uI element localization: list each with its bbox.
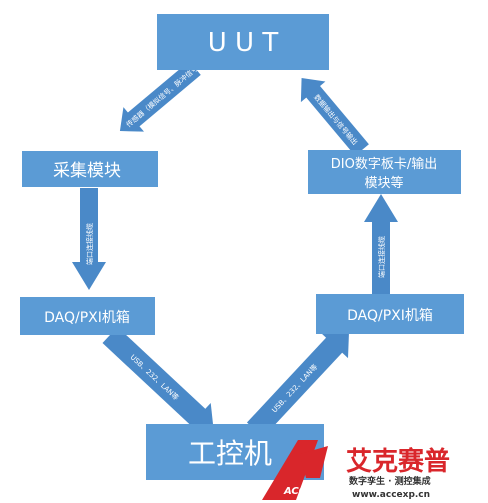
node-acquisition-module: 采集模块: [22, 151, 158, 187]
node-daq-left-label: DAQ/PXI机箱: [44, 310, 130, 326]
edge-label-pc-to-daq: USB、232、LAN等: [270, 362, 319, 414]
node-daq-right-label: DAQ/PXI机箱: [347, 308, 433, 324]
watermark: ACCEXP 艾克赛普 数字孪生 · 测控集成 www.accexp.cn: [262, 440, 450, 500]
node-uut: U U T: [157, 14, 329, 70]
node-dio-module-label-line1: DIO数字板卡/输出: [331, 156, 437, 172]
edge-label-daq-to-dio: 端口连接线缆: [377, 236, 386, 278]
node-daq-left: DAQ/PXI机箱: [20, 297, 155, 335]
node-daq-right: DAQ/PXI机箱: [316, 294, 464, 334]
node-dio-module-label-line2: 模块等: [364, 175, 403, 191]
arrow-pc-to-daq: USB、232、LAN等: [246, 329, 350, 438]
brand-logo-text: ACCEXP: [283, 486, 329, 497]
node-uut-label: U U T: [208, 28, 279, 58]
node-industrial-pc-label: 工控机: [188, 437, 272, 470]
brand-url: www.accexp.cn: [352, 490, 430, 500]
brand-tagline: 数字孪生 · 测控集成: [349, 475, 431, 487]
arrow-dio-to-uut: 数据输出与信号输出: [300, 77, 369, 156]
edge-label-acquisition-to-daq: 端口连接线缆: [85, 223, 94, 265]
node-acquisition-module-label: 采集模块: [53, 161, 121, 181]
edge-label-dio-to-uut: 数据输出与信号输出: [312, 93, 359, 147]
arrow-daq-to-dio: 端口连接线缆: [364, 194, 398, 294]
arrow-acquisition-to-daq: 端口连接线缆: [72, 188, 106, 290]
edge-label-daq-to-pc: USB、232、LAN等: [129, 353, 181, 402]
node-dio-module: DIO数字板卡/输出 模块等: [308, 150, 461, 194]
brand-name: 艾克赛普: [346, 446, 450, 477]
brand-logo-icon: ACCEXP: [262, 440, 329, 500]
